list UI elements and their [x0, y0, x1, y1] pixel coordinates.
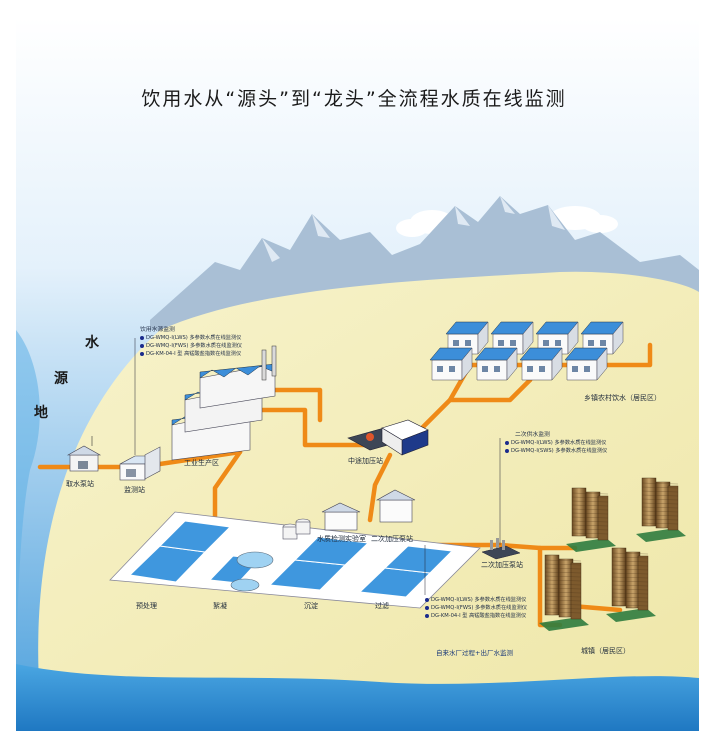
industrial-buildings — [171, 345, 277, 461]
intake-station-label: 取水泵站 — [66, 480, 94, 488]
plant-monitor: DG-WMQ-I(LWS) 多参数水质在线监测仪 DG-WMQ-I(FWS) 多… — [425, 596, 527, 620]
monitor-station-label: 监测站 — [124, 486, 145, 494]
source-monitor: 饮用水源监测 DG-WMQ-I(LWS) 多参数水质在线监测仪 DG-WMQ-I… — [140, 326, 242, 358]
plant-monitor-item: DG-WMQ-I(LWS) 多参数水质在线监测仪 — [425, 596, 527, 604]
lab-building — [321, 502, 361, 531]
rural-houses — [429, 321, 624, 381]
water-source — [16, 330, 40, 664]
source-monitor-item: DG-WMQ-I(FWS) 多参数水质在线监测仪 — [140, 342, 242, 350]
booster-2-label: 二次加压泵站 — [481, 561, 523, 569]
source-monitor-heading: 饮用水源监测 — [140, 327, 175, 333]
plant-monitor-item: DG-WMQ-I(FWS) 多参数水质在线监测仪 — [425, 604, 527, 612]
rural-house — [564, 347, 608, 381]
lab-label: 水质检测实验室 — [317, 535, 366, 543]
plant-monitor-item: DG-KM-04-I 型 高锰酸盐指数在线监测仪 — [425, 612, 527, 620]
midway-booster — [347, 419, 429, 456]
urban-tower — [636, 477, 686, 542]
monitor-station — [119, 446, 161, 481]
rural-label: 乡镇农村饮水（居民区） — [584, 394, 661, 402]
plant-footer-note: 自来水厂过程+出厂水监测 — [436, 649, 513, 657]
sea — [16, 664, 699, 731]
urban-towers — [539, 477, 686, 631]
booster-building-1 — [375, 489, 416, 523]
midway-booster-label: 中途加压站 — [348, 457, 383, 465]
rural-house — [519, 347, 563, 381]
urban-tower — [606, 547, 656, 622]
vertical-label-2: 源 — [54, 371, 68, 387]
secondary-monitor-heading: 二次供水监测 — [515, 432, 550, 438]
process-flocculation: 絮凝 — [213, 602, 227, 610]
vertical-label-1: 水 — [85, 335, 99, 351]
tanks — [282, 518, 311, 540]
rural-house — [429, 347, 473, 381]
water-plant — [109, 489, 481, 609]
leader-lines — [134, 338, 501, 595]
vertical-label-3: 地 — [34, 405, 48, 421]
source-monitor-item: DG-KM-04-I 型 高锰酸盐指数在线监测仪 — [140, 350, 242, 358]
secondary-monitor-item: DG-WMQ-I(LWS) 多参数水质在线监测仪 — [505, 439, 607, 447]
process-pretreat: 预处理 — [136, 602, 157, 610]
process-sedimentation: 沉淀 — [304, 602, 318, 610]
clarifier-2 — [230, 578, 260, 592]
secondary-monitor: 二次供水监测 DG-WMQ-I(LWS) 多参数水质在线监测仪 DG-WMQ-I… — [505, 431, 607, 455]
source-monitor-item: DG-WMQ-I(LWS) 多参数水质在线监测仪 — [140, 334, 242, 342]
booster-1-label: 二次加压泵站 — [371, 535, 413, 543]
urban-label: 城镇（居民区） — [581, 647, 630, 655]
secondary-monitor-item: DG-WMQ-I(SWS) 多参数水质在线监测仪 — [505, 447, 607, 455]
page-title: 饮用水从“源头”到“龙头”全流程水质在线监测 — [141, 88, 567, 110]
urban-tower — [566, 487, 616, 552]
industrial-label: 工业生产区 — [184, 459, 219, 467]
mountain-snow — [262, 196, 565, 262]
rural-house — [474, 347, 518, 381]
intake-station — [66, 436, 102, 472]
secondary-booster-2 — [481, 538, 521, 560]
process-filtration: 过滤 — [375, 602, 389, 610]
urban-tower — [539, 554, 589, 631]
clarifier-1 — [236, 551, 274, 569]
